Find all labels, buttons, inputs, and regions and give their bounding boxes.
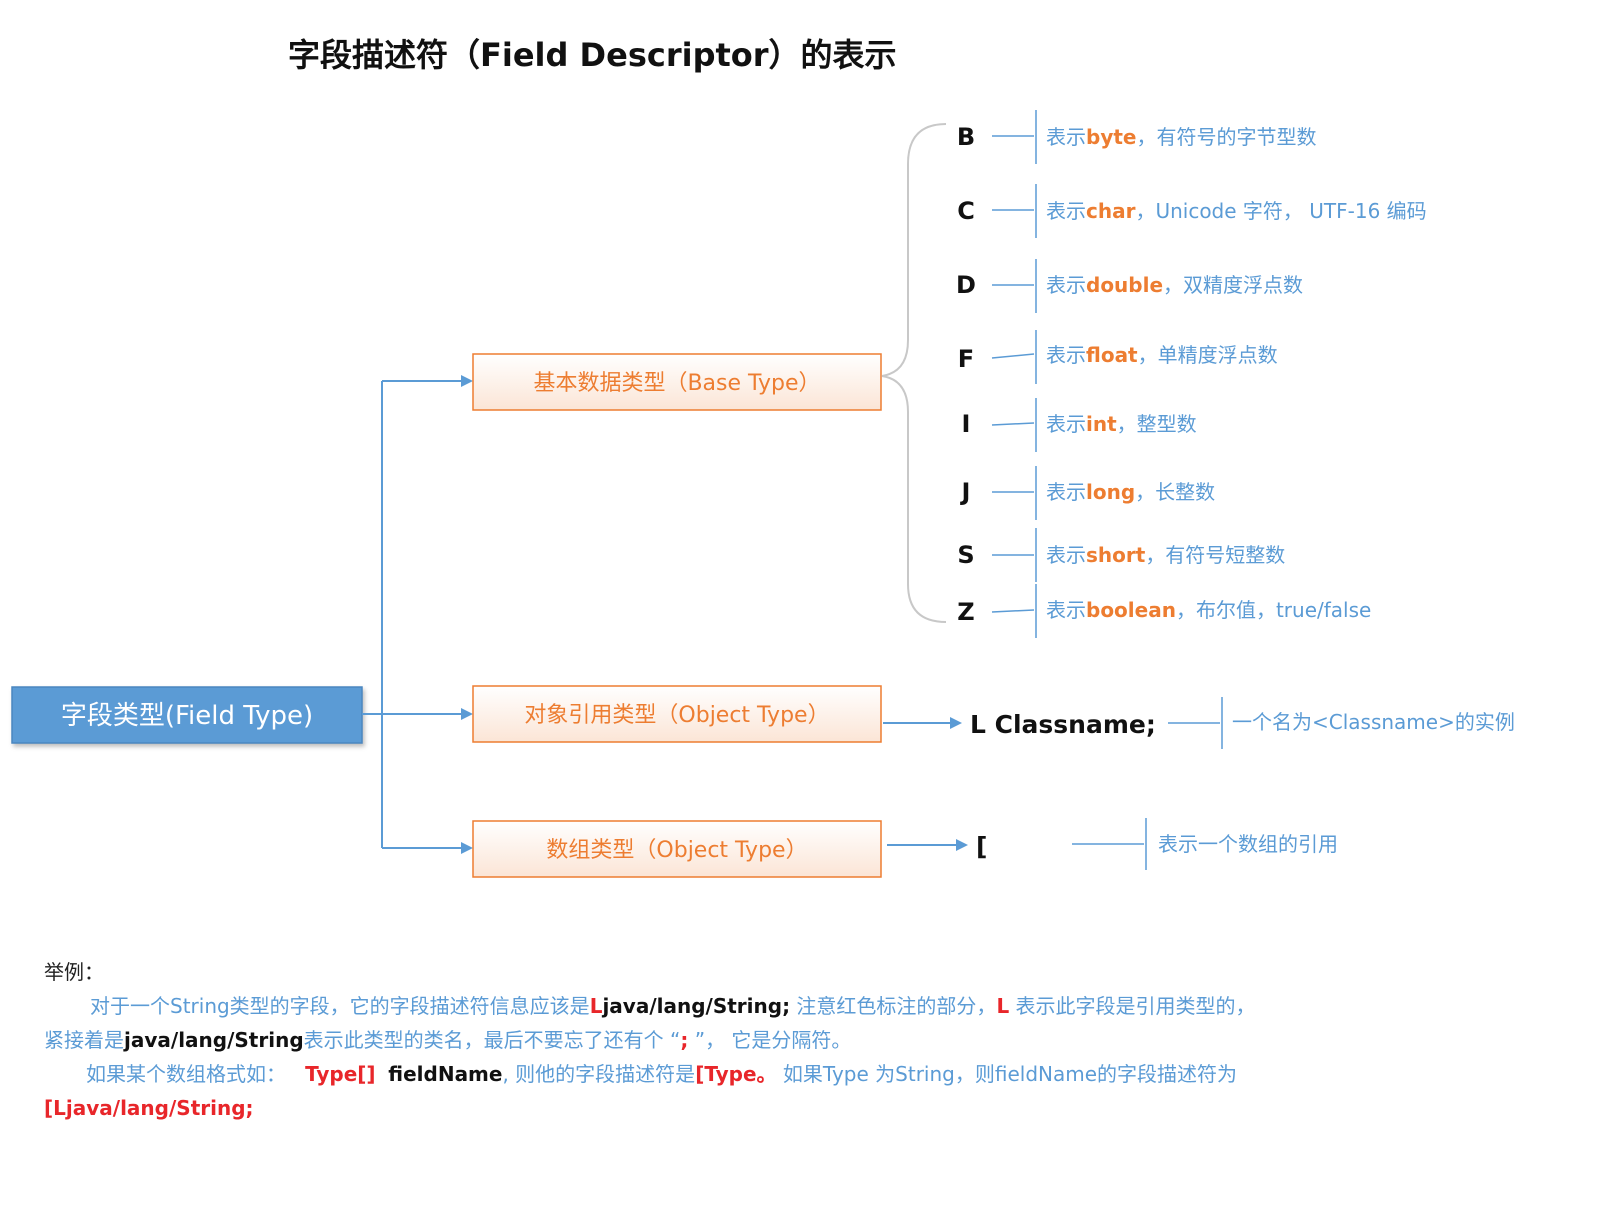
base-type-row: F 表示float，单精度浮点数 — [958, 330, 1278, 384]
object-type-code: L Classname; — [970, 710, 1156, 739]
base-type-code: B — [957, 123, 975, 151]
example-paragraph-4: [Ljava/lang/String; — [44, 1096, 254, 1120]
array-type-code: [ — [976, 832, 987, 861]
base-type-code: Z — [957, 598, 974, 626]
root-node: 字段类型(Field Type) — [11, 686, 363, 744]
base-type-desc: 表示byte，有符号的字节型数 — [1046, 125, 1316, 149]
base-type-row: D 表示double，双精度浮点数 — [956, 259, 1303, 313]
base-type-row: Z 表示boolean，布尔值，true/false — [957, 584, 1371, 638]
array-type-row: [ 表示一个数组的引用 — [887, 818, 1338, 870]
base-type-row: J 表示long，长整数 — [960, 466, 1215, 520]
base-type-row: I 表示int，整型数 — [962, 398, 1197, 452]
category-object-type: 对象引用类型（Object Type） — [472, 685, 882, 743]
base-type-code: I — [962, 410, 971, 438]
category-array-type-label: 数组类型（Object Type） — [546, 838, 807, 863]
object-type-row: L Classname; 一个名为<Classname>的实例 — [883, 697, 1515, 749]
base-type-row: S 表示short，有符号短整数 — [957, 528, 1285, 582]
base-type-desc: 表示double，双精度浮点数 — [1046, 273, 1303, 297]
example-header: 举例： — [44, 960, 104, 984]
base-type-code: C — [957, 197, 975, 225]
category-array-type: 数组类型（Object Type） — [472, 820, 882, 878]
category-base-type: 基本数据类型（Base Type） — [472, 353, 882, 411]
base-type-row: B 表示byte，有符号的字节型数 — [957, 110, 1316, 164]
example-section: 举例： 对于一个String类型的字段，它的字段描述符信息应该是Ljava/la… — [44, 955, 1589, 1125]
array-type-desc: 表示一个数组的引用 — [1158, 832, 1338, 856]
base-type-code: D — [956, 271, 976, 299]
root-label: 字段类型(Field Type) — [61, 701, 313, 731]
base-type-code: J — [960, 478, 971, 506]
base-type-desc: 表示long，长整数 — [1046, 480, 1215, 504]
field-descriptor-diagram: 字段描述符（Field Descriptor）的表示 字段类型(Field Ty… — [11, 36, 1515, 878]
example-paragraph-2: 紧接着是java/lang/String表示此类型的类名，最后不要忘了还有个 “… — [44, 1028, 852, 1052]
object-type-desc: 一个名为<Classname>的实例 — [1232, 710, 1515, 734]
base-type-desc: 表示char，Unicode 字符， UTF-16 编码 — [1046, 199, 1427, 223]
base-type-code: F — [958, 345, 974, 373]
base-type-desc: 表示float，单精度浮点数 — [1046, 343, 1278, 367]
example-paragraph-3: 如果某个数组格式如： Type[] fieldName, 则他的字段描述符是[T… — [86, 1062, 1238, 1086]
example-paragraph-1: 对于一个String类型的字段，它的字段描述符信息应该是Ljava/lang/S… — [90, 994, 1256, 1018]
base-type-desc: 表示short，有符号短整数 — [1046, 543, 1285, 567]
category-base-type-label: 基本数据类型（Base Type） — [533, 371, 820, 396]
category-object-type-label: 对象引用类型（Object Type） — [524, 703, 829, 728]
base-type-brace — [881, 123, 947, 623]
base-type-desc: 表示boolean，布尔值，true/false — [1046, 598, 1371, 622]
root-connectors — [362, 375, 473, 854]
diagram-title: 字段描述符（Field Descriptor）的表示 — [288, 36, 897, 74]
base-type-code: S — [957, 541, 974, 569]
base-type-desc: 表示int，整型数 — [1046, 412, 1197, 436]
base-type-row: C 表示char，Unicode 字符， UTF-16 编码 — [957, 184, 1427, 238]
